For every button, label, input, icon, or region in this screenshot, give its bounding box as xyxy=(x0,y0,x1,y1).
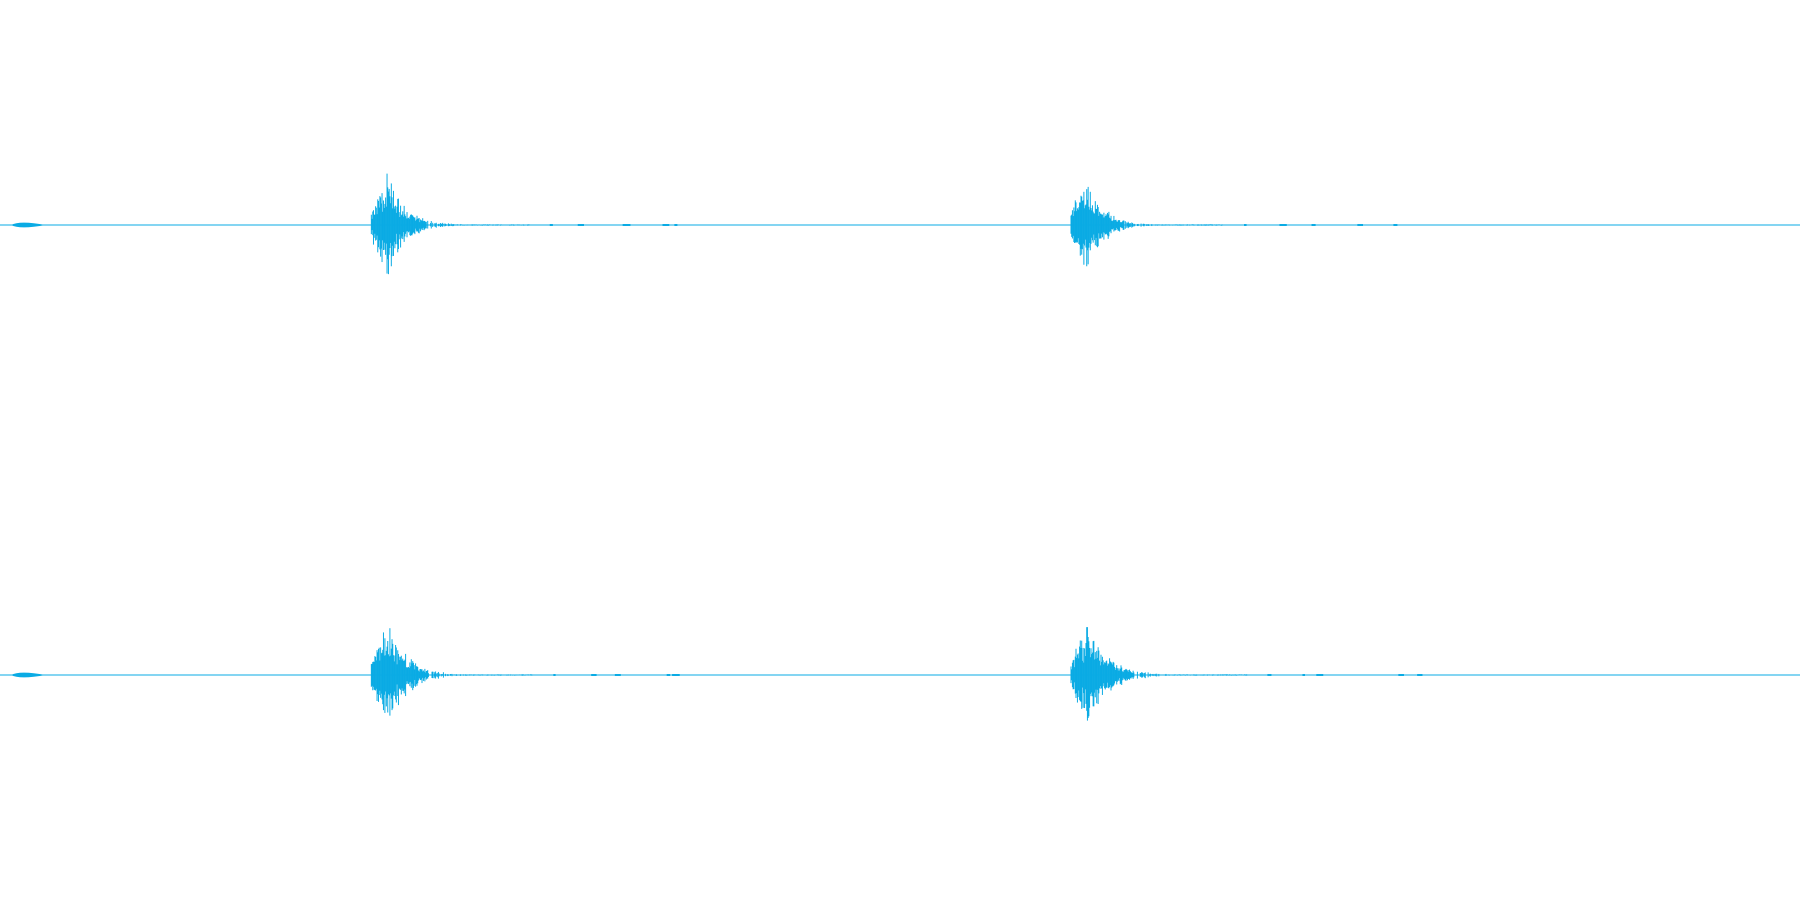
waveform-burst xyxy=(1070,186,1398,267)
waveform-blip xyxy=(10,672,46,678)
waveform-burst xyxy=(1070,627,1423,721)
waveform-burst xyxy=(370,628,680,716)
waveform-burst xyxy=(370,173,678,275)
waveform-burst xyxy=(10,222,46,228)
channel-1-waveform xyxy=(0,173,1800,275)
waveform-burst xyxy=(10,672,46,678)
waveform-blip xyxy=(10,222,46,228)
channel-2-waveform xyxy=(0,627,1800,721)
